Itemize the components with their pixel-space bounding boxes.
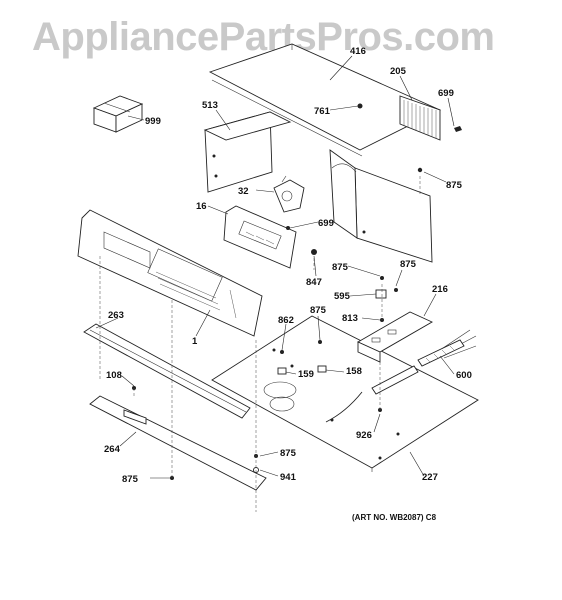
- callout-labels: 416 205 699 761 513 999 875 32 16 699 84…: [104, 46, 472, 485]
- wire-harness-part: [371, 339, 465, 395]
- callout-600: 600: [456, 370, 472, 381]
- lower-trim-part: [89, 395, 267, 491]
- callout-699-top: 699: [438, 88, 454, 99]
- callout-941: 941: [280, 472, 297, 483]
- callout-875-mid-left: 875: [332, 262, 349, 273]
- art-number: (ART NO. WB2087) C8: [352, 513, 437, 522]
- control-board-part: [223, 205, 297, 269]
- callout-699-mid: 699: [318, 218, 334, 229]
- right-side-panel-part: [329, 149, 433, 263]
- control-panel-part: [77, 209, 263, 337]
- callout-158: 158: [346, 366, 362, 377]
- callout-813: 813: [342, 313, 358, 324]
- callout-875-lower-center: 875: [280, 448, 297, 459]
- callout-16: 16: [196, 201, 207, 212]
- callout-875-upper-right: 875: [446, 180, 463, 191]
- callout-926: 926: [356, 430, 372, 441]
- alignment-lines: [99, 176, 421, 512]
- callout-1: 1: [192, 336, 198, 347]
- callout-216: 216: [432, 284, 448, 295]
- relay-part: [273, 175, 305, 213]
- callout-761: 761: [314, 106, 331, 117]
- callout-263: 263: [108, 310, 124, 321]
- left-side-panel-part: [203, 111, 292, 193]
- callout-862: 862: [278, 315, 294, 326]
- leader-lines: [95, 55, 455, 479]
- callout-416: 416: [350, 46, 366, 57]
- watermark-text: AppliancePartsPros.com: [32, 15, 495, 59]
- callout-875-lower-left: 875: [122, 474, 139, 485]
- callout-847: 847: [306, 277, 322, 288]
- trim-strip-part: [83, 323, 251, 419]
- callout-875-center: 875: [310, 305, 327, 316]
- callout-999: 999: [145, 116, 161, 127]
- carton-part: [92, 95, 144, 133]
- rear-vent-part: [399, 95, 441, 141]
- callout-513: 513: [202, 100, 218, 111]
- callout-108: 108: [106, 370, 122, 381]
- callout-32: 32: [238, 186, 249, 197]
- callout-595: 595: [334, 291, 351, 302]
- callout-159: 159: [298, 369, 314, 380]
- callout-264: 264: [104, 444, 121, 455]
- callout-227: 227: [422, 472, 438, 483]
- callout-205: 205: [390, 66, 407, 77]
- fasteners: [132, 103, 462, 480]
- base-plate-part: [211, 315, 479, 472]
- callout-875-mid-right: 875: [400, 259, 417, 270]
